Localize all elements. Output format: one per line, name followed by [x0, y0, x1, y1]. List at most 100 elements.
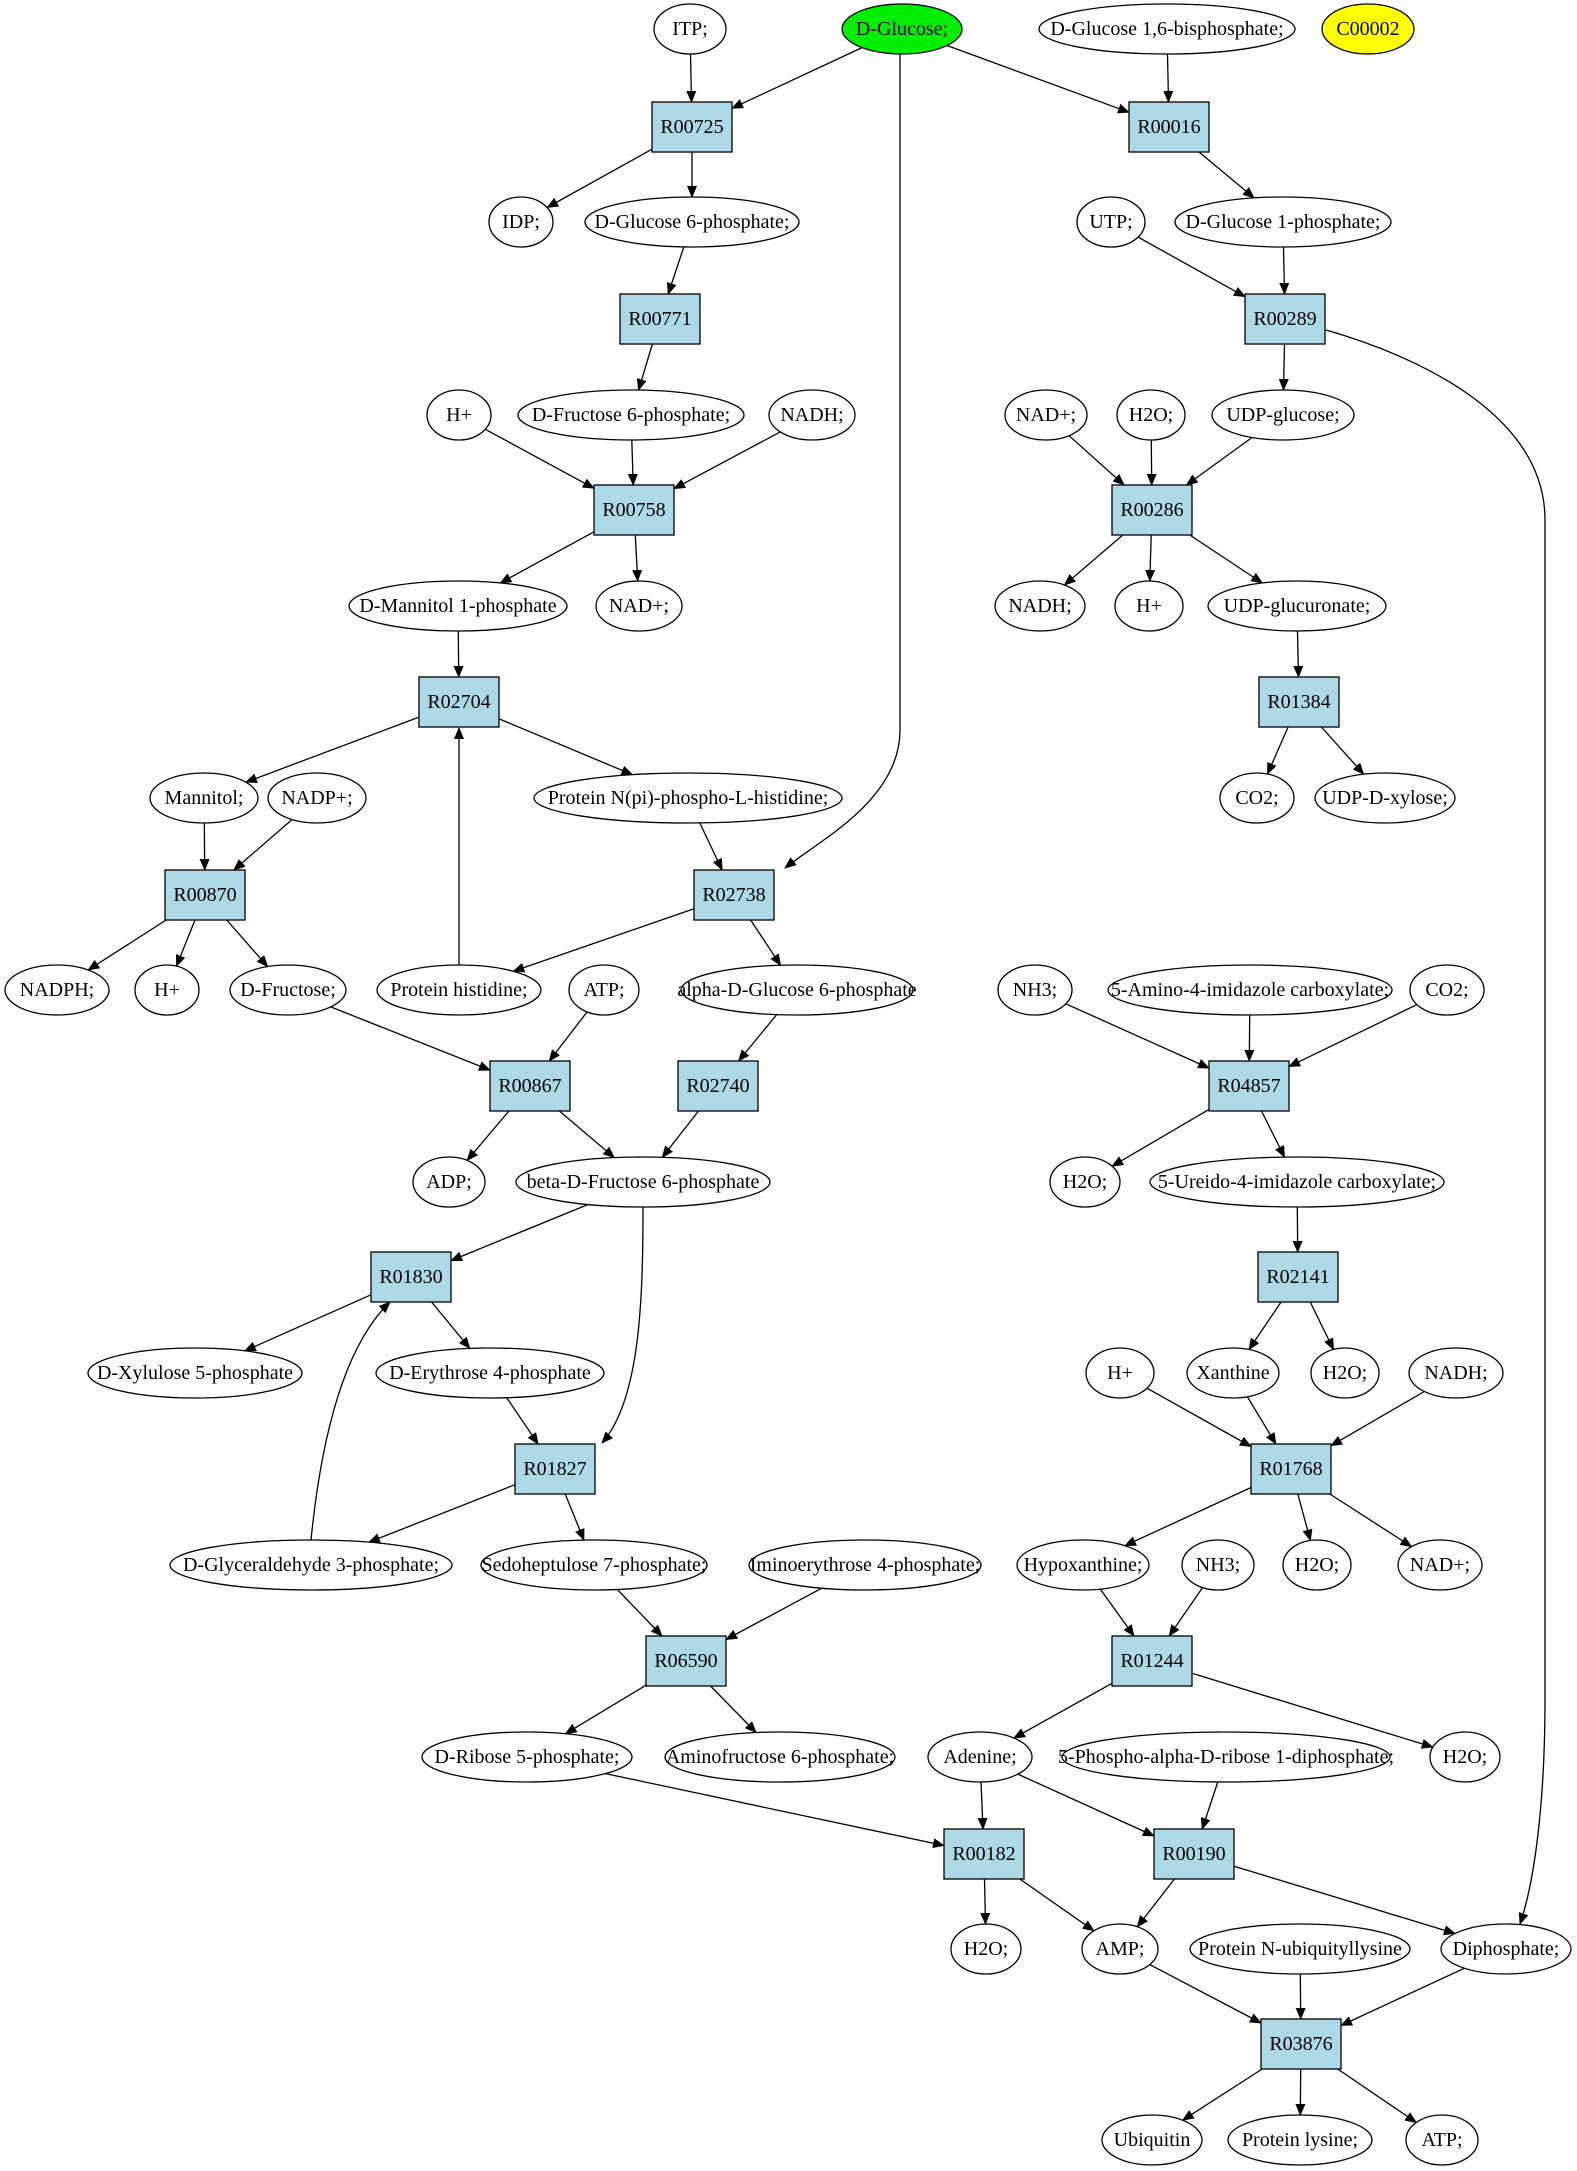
reaction-node-r00016[interactable]: R00016: [1128, 101, 1210, 153]
compound-node-h2o1[interactable]: H2O;: [1116, 389, 1186, 441]
reaction-node-r02141[interactable]: R02141: [1257, 1251, 1339, 1303]
node-label: H2O;: [1063, 1171, 1107, 1193]
compound-node-prothis[interactable]: Protein histidine;: [376, 964, 542, 1016]
compound-node-imery4p[interactable]: Iminoerythrose 4-phosphate;: [748, 1539, 982, 1591]
compound-node-bdfru6p[interactable]: beta-D-Fructose 6-phosphate: [515, 1156, 771, 1208]
compound-node-udpxyl[interactable]: UDP-D-xylose;: [1314, 772, 1456, 824]
compound-node-nh3b[interactable]: NH3;: [1181, 1539, 1255, 1591]
compound-node-dglucose[interactable]: D-Glucose;: [841, 3, 963, 55]
compound-node-c00002[interactable]: C00002: [1321, 3, 1415, 55]
compound-node-nh3a[interactable]: NH3;: [997, 964, 1073, 1016]
compound-node-protlys[interactable]: Protein lysine;: [1227, 2114, 1373, 2166]
node-label: NADH;: [1424, 1362, 1487, 1384]
compound-node-dglc6p[interactable]: D-Glucose 6-phosphate;: [584, 196, 800, 248]
compound-node-adp[interactable]: ADP;: [412, 1156, 486, 1208]
compound-node-dfru6p[interactable]: D-Fructose 6-phosphate;: [517, 389, 745, 441]
compound-node-h2o4[interactable]: H2O;: [1282, 1539, 1352, 1591]
node-label: Iminoerythrose 4-phosphate;: [750, 1554, 981, 1576]
compound-node-h2o2[interactable]: H2O;: [1049, 1156, 1121, 1208]
compound-node-dgap[interactable]: D-Glyceraldehyde 3-phosphate;: [169, 1539, 453, 1591]
node-label: Xanthine: [1196, 1362, 1269, 1384]
compound-node-hplus3[interactable]: H+: [134, 964, 200, 1016]
compound-node-amp[interactable]: AMP;: [1081, 1923, 1159, 1975]
reaction-node-r00867[interactable]: R00867: [489, 1060, 571, 1112]
compound-node-itp[interactable]: ITP;: [653, 3, 727, 55]
compound-node-dglc16bp[interactable]: D-Glucose 1,6-bisphosphate;: [1038, 3, 1296, 55]
compound-node-xanthine[interactable]: Xanthine: [1186, 1347, 1280, 1399]
compound-node-hplus2[interactable]: H+: [1114, 580, 1184, 632]
reaction-node-r02738[interactable]: R02738: [693, 869, 775, 921]
compound-node-protnub[interactable]: Protein N-ubiquityllysine: [1189, 1923, 1411, 1975]
compound-node-h2o3[interactable]: H2O;: [1310, 1347, 1380, 1399]
compound-node-nadh2[interactable]: NADH;: [994, 580, 1086, 632]
compound-node-nadp3[interactable]: NAD+;: [1397, 1539, 1483, 1591]
compound-node-atp1[interactable]: ATP;: [568, 964, 640, 1016]
reaction-node-r00725[interactable]: R00725: [651, 101, 733, 153]
reaction-node-r03876[interactable]: R03876: [1260, 2018, 1342, 2070]
compound-node-dfru[interactable]: D-Fructose;: [229, 964, 347, 1016]
reaction-node-r00190[interactable]: R00190: [1153, 1828, 1235, 1880]
node-label: R03876: [1269, 2033, 1332, 2055]
compound-node-dglc1p[interactable]: D-Glucose 1-phosphate;: [1174, 196, 1392, 248]
reaction-node-r00758[interactable]: R00758: [593, 484, 675, 536]
reaction-node-r01244[interactable]: R01244: [1111, 1635, 1193, 1687]
compound-node-nadpplus[interactable]: NADP+;: [267, 772, 367, 824]
compound-node-dery4p[interactable]: D-Erythrose 4-phosphate: [375, 1347, 605, 1399]
reaction-node-r01830[interactable]: R01830: [370, 1251, 452, 1303]
compound-node-nadph[interactable]: NADPH;: [4, 964, 110, 1016]
compound-node-utp[interactable]: UTP;: [1076, 196, 1146, 248]
compound-node-diphos[interactable]: Diphosphate;: [1440, 1923, 1572, 1975]
compound-node-uica[interactable]: 5-Ureido-4-imidazole carboxylate;: [1149, 1156, 1445, 1208]
compound-node-h2o6[interactable]: H2O;: [950, 1923, 1022, 1975]
compound-ellipse: [1038, 3, 1296, 55]
compound-node-atp2[interactable]: ATP;: [1405, 2114, 1479, 2166]
reaction-node-r06590[interactable]: R06590: [645, 1635, 727, 1687]
compound-ellipse: [375, 1347, 605, 1399]
compound-node-co2b[interactable]: CO2;: [1409, 964, 1485, 1016]
compound-node-nadp2[interactable]: NAD+;: [595, 580, 683, 632]
compound-node-dman1p[interactable]: D-Mannitol 1-phosphate: [348, 580, 568, 632]
compound-node-h2o5[interactable]: H2O;: [1429, 1731, 1501, 1783]
compound-node-mannitol[interactable]: Mannitol;: [149, 772, 259, 824]
reaction-node-r02704[interactable]: R02704: [418, 676, 500, 728]
reaction-node-r00182[interactable]: R00182: [943, 1828, 1025, 1880]
compound-node-aica[interactable]: 5-Amino-4-imidazole carboxylate;: [1107, 964, 1393, 1016]
edge-r04857-to-uica: [1260, 1110, 1286, 1158]
reaction-node-r00289[interactable]: R00289: [1244, 293, 1326, 345]
compound-node-udpglc[interactable]: UDP-glucose;: [1211, 389, 1355, 441]
compound-node-udpglcu[interactable]: UDP-glucuronate;: [1207, 580, 1387, 632]
reaction-node-r00870[interactable]: R00870: [164, 869, 246, 921]
compound-node-hplus4[interactable]: H+: [1085, 1347, 1155, 1399]
compound-node-nadh1[interactable]: NADH;: [768, 389, 856, 441]
reaction-node-r00286[interactable]: R00286: [1111, 484, 1193, 536]
node-label: H2O;: [1443, 1746, 1487, 1768]
reaction-node-r02740[interactable]: R02740: [677, 1060, 759, 1112]
compound-node-dxyl5p[interactable]: D-Xylulose 5-phosphate: [87, 1347, 303, 1399]
compound-node-idp[interactable]: IDP;: [488, 196, 554, 248]
compound-node-drib5p[interactable]: D-Ribose 5-phosphate;: [421, 1731, 633, 1783]
compound-node-co2a[interactable]: CO2;: [1219, 772, 1295, 824]
edge-r02738-to-prothis: [512, 908, 695, 973]
node-label: CO2;: [1235, 787, 1278, 809]
compound-node-nadh3[interactable]: NADH;: [1408, 1347, 1504, 1399]
reaction-node-r04857[interactable]: R04857: [1208, 1060, 1290, 1112]
edge-dgap-to-r01830: [310, 1301, 391, 1541]
compound-node-ubiquitin[interactable]: Ubiquitin: [1101, 2114, 1203, 2166]
node-label: CO2;: [1425, 979, 1468, 1001]
reaction-node-r00771[interactable]: R00771: [619, 293, 701, 345]
compound-node-adenine[interactable]: Adenine;: [927, 1731, 1033, 1783]
compound-node-hplus1[interactable]: H+: [426, 389, 492, 441]
compound-node-prpp[interactable]: 5-Phospho-alpha-D-ribose 1-diphosphate;: [1058, 1731, 1394, 1783]
compound-node-adglc6p[interactable]: alpha-D-Glucose 6-phosphate: [677, 964, 917, 1016]
compound-node-aminofru6p[interactable]: Aminofructose 6-phosphate;: [664, 1731, 896, 1783]
compound-node-nadp1[interactable]: NAD+;: [1004, 389, 1088, 441]
reaction-node-r01827[interactable]: R01827: [514, 1443, 596, 1495]
node-label: beta-D-Fructose 6-phosphate: [527, 1171, 760, 1193]
compound-node-hypox[interactable]: Hypoxanthine;: [1016, 1539, 1150, 1591]
compound-ellipse: [768, 389, 856, 441]
reaction-node-r01384[interactable]: R01384: [1258, 676, 1340, 728]
compound-node-sed7p[interactable]: Sedoheptulose 7-phosphate;: [480, 1539, 708, 1591]
reaction-node-r01768[interactable]: R01768: [1250, 1443, 1332, 1495]
compound-node-protnpi[interactable]: Protein N(pi)-phospho-L-histidine;: [533, 772, 843, 824]
compound-ellipse: [1408, 1347, 1504, 1399]
